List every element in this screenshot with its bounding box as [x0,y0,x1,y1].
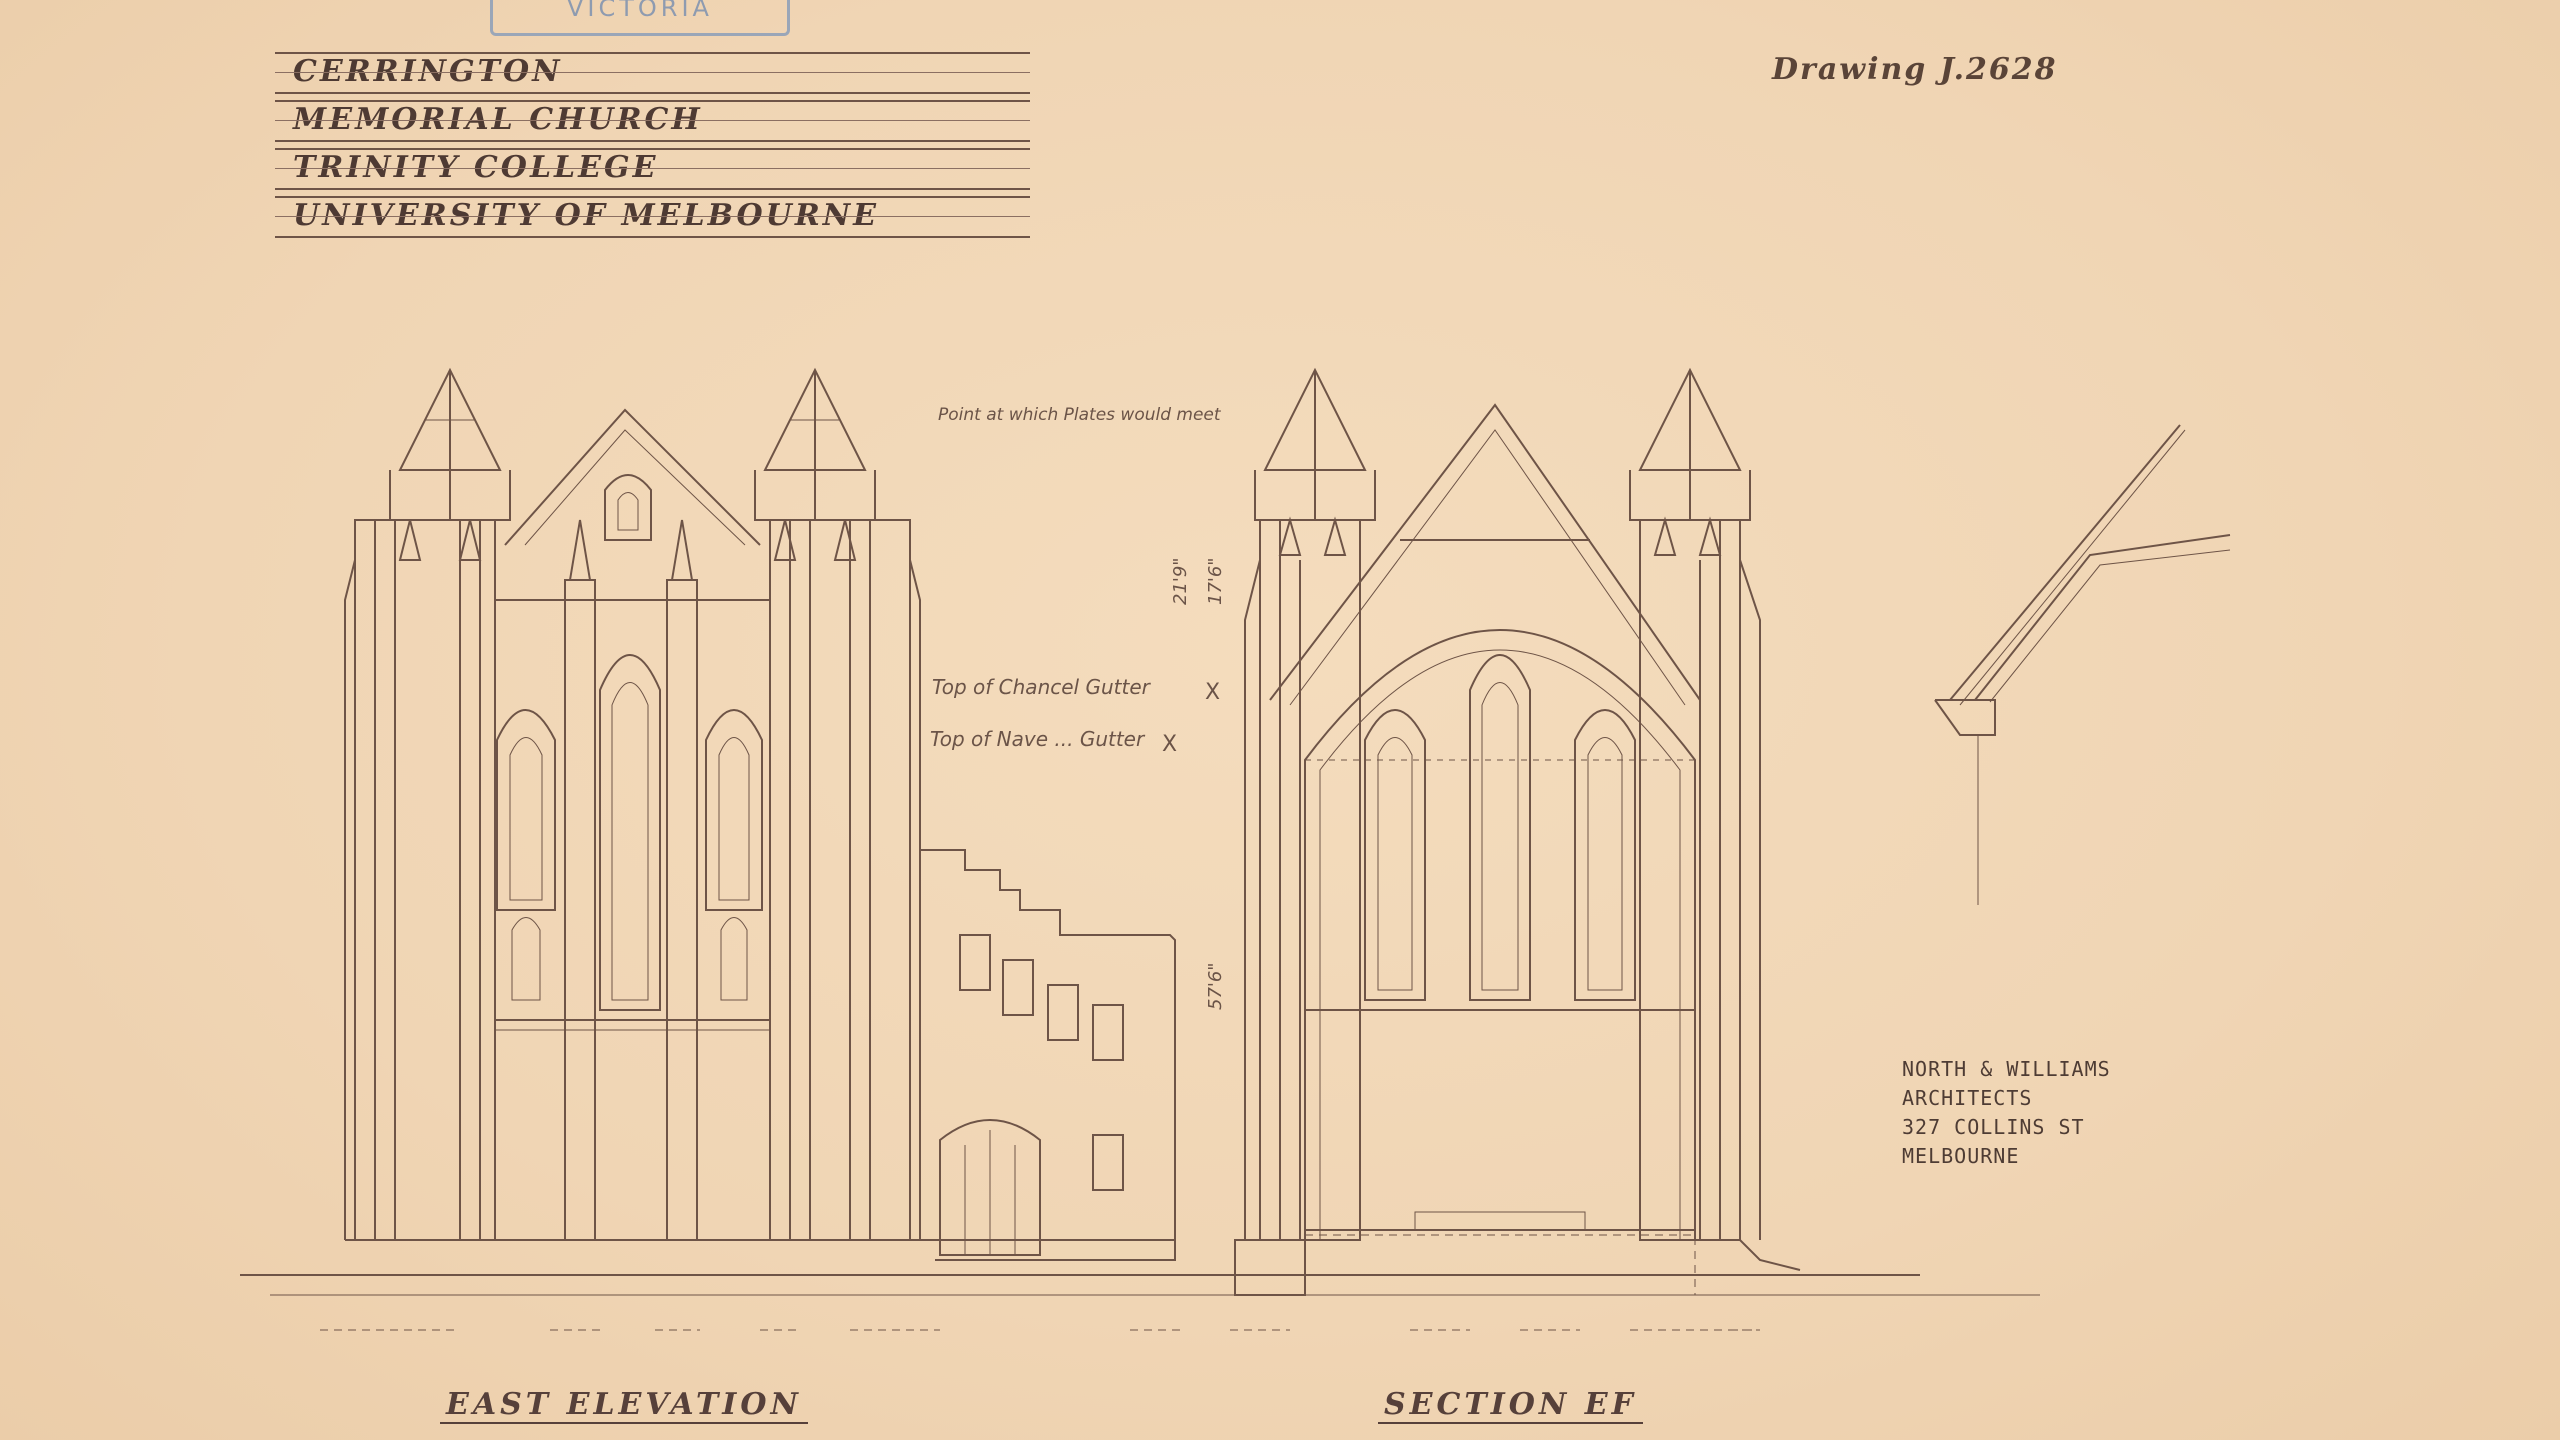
title-block: Cerrington Memorial Church Trinity Colle… [275,52,1030,244]
section-nave [1269,403,1701,1296]
title-line-4: University of Melbourne [275,196,1030,238]
title-text-4: University of Melbourne [293,198,880,233]
architect-line-2: ARCHITECTS [1902,1086,2033,1110]
east-left-tower [344,367,511,1241]
caption-east-elevation: East Elevation [440,1387,808,1424]
title-text-1: Cerrington [293,54,563,89]
architect-line-4: MELBOURNE [1902,1144,2020,1168]
dimension-1: 21'9" [1170,557,1191,605]
roof-detail [1934,424,2231,905]
drawing-number: Drawing J.2628 [1772,52,2058,87]
architect-line-3: 327 COLLINS ST [1902,1115,2085,1139]
architect-block: NORTH & WILLIAMS ARCHITECTS 327 COLLINS … [1902,1055,2111,1171]
architect-line-1: NORTH & WILLIAMS [1902,1057,2111,1081]
dimension-3: 57'6" [1205,962,1226,1010]
east-gable [494,408,771,1241]
archive-stamp: VICTORIA [490,0,790,36]
east-vestry [920,849,1176,1261]
caption-east-text: East Elevation [440,1387,808,1424]
note-chancel-gutter: Top of Chancel Gutter [932,675,1150,699]
dimension-2: 17'6" [1205,557,1226,605]
title-text-3: Trinity College [293,150,659,185]
title-text-2: Memorial Church [293,102,703,137]
mark-nave: X [1162,732,1178,757]
caption-section-text: Section EF [1378,1387,1643,1424]
title-line-2: Memorial Church [275,100,1030,142]
note-plates: Point at which Plates would meet [938,405,1221,425]
title-line-3: Trinity College [275,148,1030,190]
note-nave-gutter: Top of Nave ... Gutter [930,727,1145,751]
section-right-tower [1629,367,1801,1271]
caption-section: Section EF [1378,1387,1643,1424]
title-line-1: Cerrington [275,52,1030,94]
mark-chancel: X [1205,680,1221,705]
section-left-tower [1234,367,1376,1296]
east-right-tower [754,367,935,1241]
